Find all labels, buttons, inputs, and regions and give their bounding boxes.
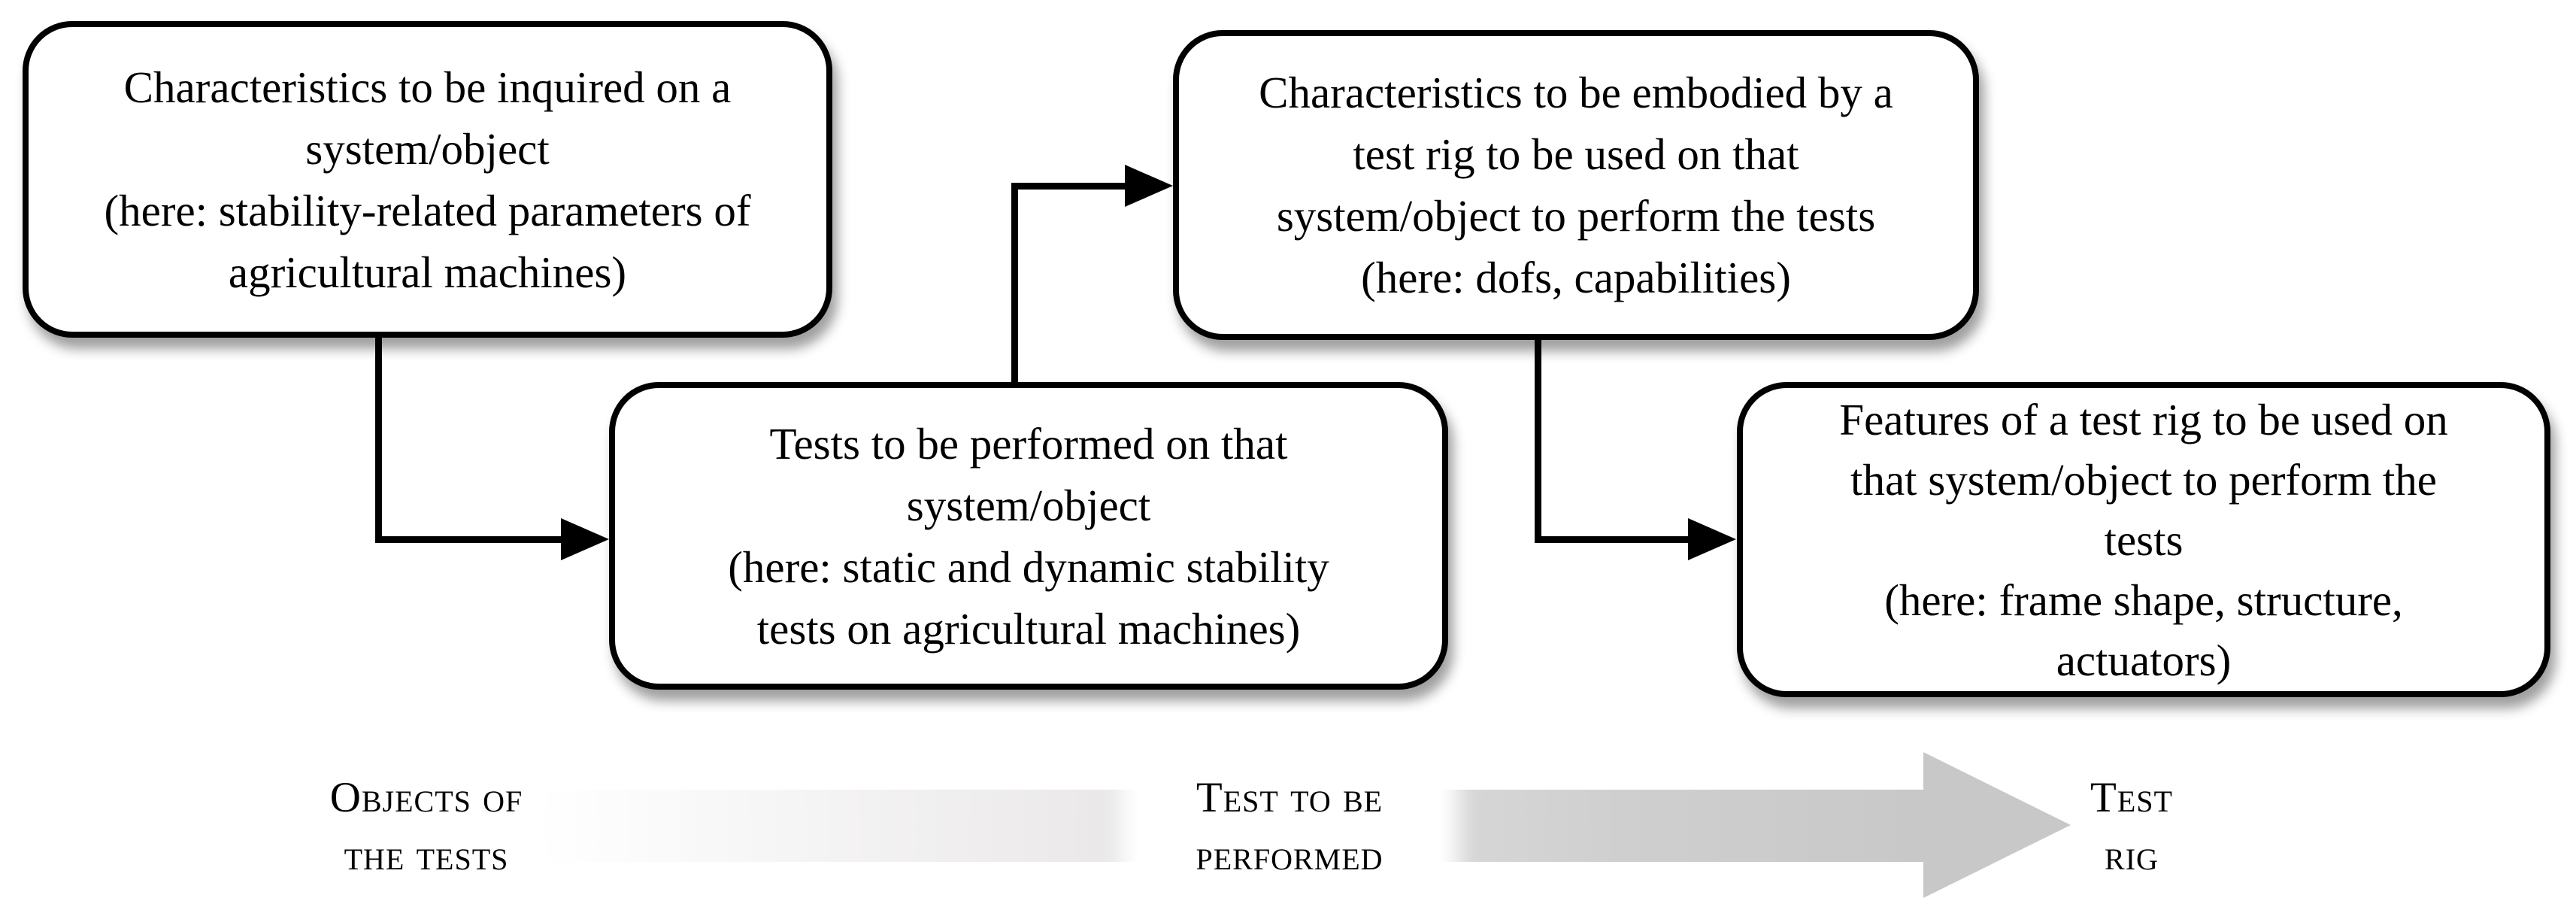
connector-box3-box4-horizontal-line (1535, 536, 1688, 543)
axis-label-line: performed (1196, 832, 1383, 879)
box-line: Characteristics to be inquired on a (123, 62, 732, 112)
box-tests-to-be-performed: Tests to be performed on that system/obj… (609, 382, 1448, 690)
axis-label-line: Test to be (1196, 774, 1383, 821)
box-line: (here: static and dynamic stability (728, 541, 1329, 592)
box-line: system/object (906, 480, 1151, 530)
box-line: (here: dofs, capabilities) (1361, 253, 1791, 302)
connector-box2-box3-arrowhead-icon (1125, 165, 1173, 207)
box-line: (here: stability-related parameters of (104, 185, 751, 235)
box-line: test rig to be used on that (1353, 129, 1799, 179)
box-line: system/object (305, 123, 550, 174)
axis-label-line: the tests (344, 832, 509, 879)
box-characteristics-of-system: Characteristics to be inquired on a syst… (23, 21, 832, 338)
axis-label-objects-of-the-tests: Objects of the tests (276, 769, 577, 884)
connector-box1-box2-arrowhead-icon (561, 518, 609, 560)
connector-box3-box4-vertical-line (1535, 338, 1541, 539)
connector-box3-box4-arrowhead-icon (1688, 518, 1736, 560)
box-features-of-test-rig: Features of a test rig to be used on tha… (1737, 382, 2550, 697)
axis-label-line: Objects of (329, 774, 523, 821)
connector-box1-box2-vertical-line (375, 335, 382, 543)
box-line: tests (2104, 514, 2184, 565)
box-line: Features of a test rig to be used on (1839, 394, 2448, 444)
connector-box1-box2-horizontal-line (375, 536, 561, 543)
box-line: Tests to be performed on that (769, 418, 1288, 469)
box-line: tests on agricultural machines) (756, 603, 1301, 654)
axis-label-test-to-be-performed: Test to be performed (1139, 769, 1440, 884)
box-line: system/object to perform the tests (1276, 191, 1876, 241)
box-line: that system/object to perform the (1850, 454, 2437, 505)
box-line: (here: frame shape, structure, (1884, 575, 2403, 625)
connector-box2-box3-horizontal-line (1011, 183, 1125, 190)
axis-label-test-rig: Test rig (1981, 769, 2282, 884)
axis-label-line: rig (2105, 832, 2159, 879)
axis-arrow-head-icon (1923, 752, 2071, 898)
box-line: actuators) (2056, 635, 2232, 685)
connector-box2-box3-vertical-line (1011, 187, 1018, 384)
box-characteristics-of-test-rig: Characteristics to be embodied by a test… (1173, 30, 1979, 340)
axis-label-line: Test (2090, 774, 2173, 821)
box-line: Characteristics to be embodied by a (1259, 68, 1893, 117)
box-line: agricultural machines) (228, 247, 627, 297)
